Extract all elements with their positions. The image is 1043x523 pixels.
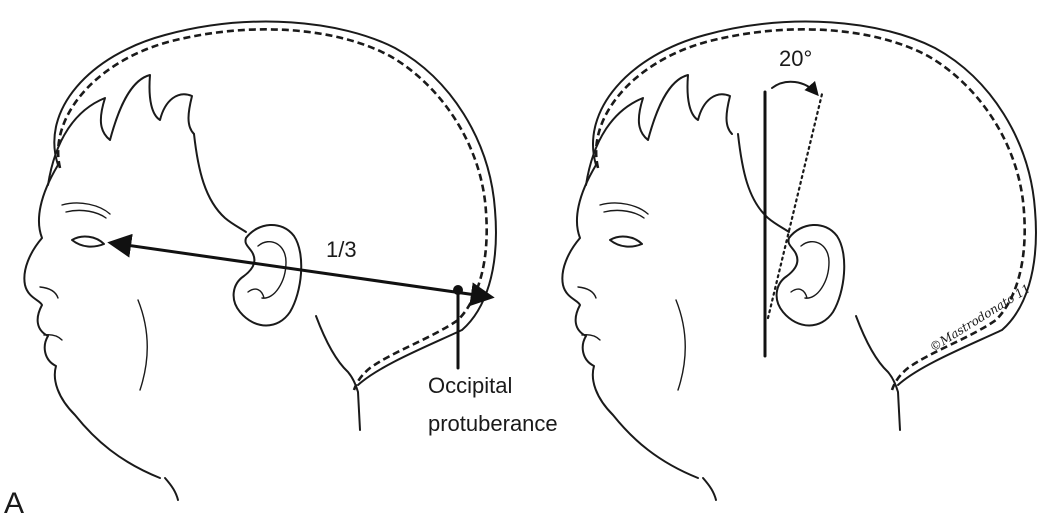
measure-line (112, 243, 490, 297)
left-skull-outline (54, 22, 496, 385)
left-ear (234, 225, 302, 326)
right-hair (586, 75, 732, 185)
left-eyebrow (62, 203, 110, 214)
left-head-drawing (24, 22, 496, 500)
panel-label: A (4, 487, 24, 518)
left-eye (72, 237, 104, 247)
angle-arc-arrow (772, 82, 817, 94)
right-eye (610, 237, 642, 247)
angled-dotted-line (768, 94, 822, 318)
fraction-label: 1/3 (326, 237, 357, 262)
signature: ©Mastrodonato'11 (927, 281, 1033, 354)
left-hair (48, 75, 194, 185)
left-measure: 1/3 Occipital protuberance (112, 237, 558, 436)
left-skull-dashed (58, 29, 487, 390)
right-eyebrow (600, 203, 648, 214)
right-head-drawing (562, 22, 1036, 500)
right-angle-measure: 20° ©Mastrodonato'11 (765, 46, 1033, 356)
occipital-label-line2: protuberance (428, 411, 558, 436)
occipital-label-line1: Occipital (428, 373, 512, 398)
angle-label: 20° (779, 46, 812, 71)
